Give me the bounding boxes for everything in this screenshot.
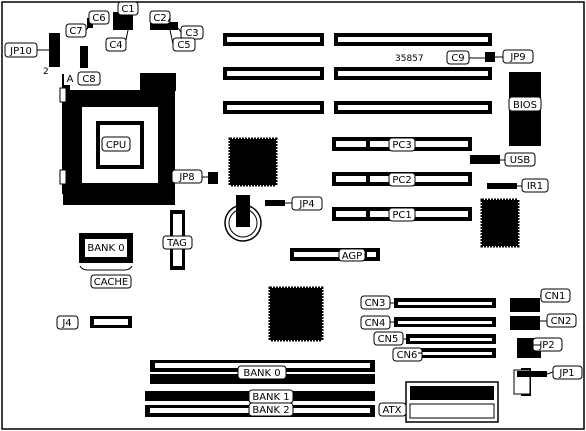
label-agp: AGP — [342, 251, 362, 262]
ide-connectors — [394, 298, 540, 358]
agp-slot — [290, 248, 380, 261]
label-jp1: JP1 — [558, 368, 574, 379]
label-cn3: CN3 — [365, 298, 386, 309]
label-pc2: PC2 — [392, 175, 411, 186]
chipset-chips — [228, 137, 520, 342]
label-a: A — [67, 74, 74, 85]
label-cn4: CN4 — [365, 318, 386, 329]
label-jp10: JP10 — [9, 46, 32, 57]
j4-connector — [90, 316, 132, 328]
label-pc1: PC1 — [392, 210, 411, 221]
label-bank0-cache: BANK 0 — [87, 243, 124, 254]
leader-lines — [37, 17, 554, 375]
label-pin-2: 2 — [43, 67, 49, 77]
label-cn5: CN5 — [378, 334, 399, 345]
label-serial: 35857 — [395, 54, 424, 64]
label-cn6: CN6 — [397, 350, 418, 361]
label-bank0: BANK 0 — [243, 368, 280, 379]
label-c6: C6 — [92, 13, 105, 24]
label-c8: C8 — [82, 74, 95, 85]
labels: C1 C2 C3 C4 C5 C6 C7 JP10 2 A C8 35857 C… — [4, 1, 583, 417]
label-jp9: JP9 — [509, 52, 525, 63]
label-ir1: IR1 — [527, 181, 543, 192]
label-jp2: JP2 — [538, 340, 554, 351]
label-j4: J4 — [61, 318, 71, 329]
pci-slots — [332, 137, 472, 221]
label-cn2: CN2 — [551, 316, 572, 327]
label-c4: C4 — [109, 40, 122, 51]
label-usb: USB — [510, 155, 531, 166]
label-cache: CACHE — [94, 277, 128, 288]
label-c5: C5 — [177, 40, 190, 51]
label-pc3: PC3 — [392, 140, 411, 151]
label-c2: C2 — [153, 13, 166, 24]
label-bios: BIOS — [513, 100, 537, 111]
label-c7: C7 — [69, 26, 82, 37]
label-jp4: JP4 — [298, 199, 314, 210]
atx-connector — [405, 381, 499, 423]
label-c3: C3 — [185, 28, 198, 39]
label-c9: C9 — [451, 53, 464, 64]
label-atx: ATX — [382, 405, 401, 416]
battery — [224, 195, 262, 242]
jumpers — [49, 12, 547, 396]
isa-slots — [223, 33, 492, 114]
label-cpu: CPU — [106, 140, 126, 151]
label-c1: C1 — [121, 4, 134, 15]
label-tag: TAG — [166, 238, 187, 249]
label-jp8: JP8 — [178, 172, 194, 183]
label-bank1: BANK 1 — [252, 392, 289, 403]
label-bank2: BANK 2 — [252, 405, 289, 416]
label-cn1: CN1 — [545, 291, 566, 302]
